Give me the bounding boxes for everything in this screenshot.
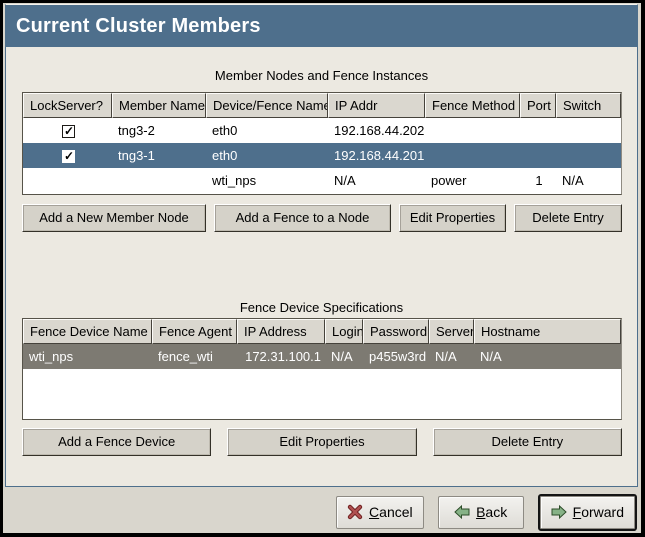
delete-entry-button[interactable]: Delete Entry bbox=[514, 204, 622, 232]
column-header-ip-addr[interactable]: IP Addr bbox=[328, 93, 425, 118]
table-cell: N/A bbox=[334, 173, 356, 188]
table-cell bbox=[520, 118, 556, 143]
forward-button[interactable]: Forward bbox=[539, 495, 635, 529]
table-cell bbox=[556, 143, 621, 168]
forward-button-default-ring: Forward bbox=[537, 493, 637, 531]
lockserver-cell bbox=[23, 168, 112, 193]
table-cell: 172.31.100.1 bbox=[237, 344, 325, 369]
table-cell: tng3-1 bbox=[112, 143, 206, 168]
column-header-password[interactable]: Password bbox=[363, 319, 429, 344]
table-cell bbox=[425, 143, 520, 168]
forward-button-label: Forward bbox=[572, 504, 624, 520]
edit-properties-button[interactable]: Edit Properties bbox=[399, 204, 506, 232]
members-table-caption: Member Nodes and Fence Instances bbox=[214, 68, 429, 83]
column-header-hostname[interactable]: Hostname bbox=[474, 319, 621, 344]
column-header-ip-address[interactable]: IP Address bbox=[237, 319, 325, 344]
back-button-label: Back bbox=[476, 504, 508, 520]
table-cell bbox=[520, 143, 556, 168]
table-row[interactable]: tng3-2 eth0 192.168.44.202 bbox=[23, 118, 621, 143]
lockserver-cell bbox=[23, 143, 112, 168]
column-header-port[interactable]: Port bbox=[520, 93, 556, 118]
column-header-login[interactable]: Login bbox=[325, 319, 363, 344]
table-cell: 1 bbox=[535, 173, 543, 188]
fence-devices-table: Fence Device Name Fence Agent IP Address… bbox=[22, 318, 622, 420]
table-cell: p455w3rd bbox=[363, 344, 429, 369]
table-cell: N/A bbox=[562, 173, 584, 188]
table-cell bbox=[556, 118, 621, 143]
table-cell: power bbox=[431, 173, 467, 188]
column-header-lockserver[interactable]: LockServer? bbox=[23, 93, 112, 118]
fence-edit-properties-button[interactable]: Edit Properties bbox=[227, 428, 417, 456]
table-cell: tng3-2 bbox=[118, 123, 155, 138]
table-cell: eth0 bbox=[206, 143, 328, 168]
cancel-button[interactable]: Cancel bbox=[336, 495, 424, 529]
cancel-button-label: Cancel bbox=[369, 504, 413, 520]
add-fence-to-node-button[interactable]: Add a Fence to a Node bbox=[214, 204, 391, 232]
page-title: Current Cluster Members bbox=[6, 5, 637, 47]
window-chrome: Current Cluster Members Member Nodes and… bbox=[3, 3, 641, 533]
lockserver-checkbox[interactable] bbox=[62, 149, 75, 164]
table-cell: N/A bbox=[429, 344, 474, 369]
members-button-row: Add a New Member Node Add a Fence to a N… bbox=[22, 204, 622, 232]
table-cell: fence_wti bbox=[152, 344, 237, 369]
column-header-fence-method[interactable]: Fence Method bbox=[425, 93, 520, 118]
table-cell: 192.168.44.201 bbox=[328, 143, 425, 168]
table-cell: 192.168.44.202 bbox=[334, 123, 425, 138]
table-cell: wti_nps bbox=[23, 344, 152, 369]
table-cell: wti_nps bbox=[212, 173, 257, 188]
members-table: LockServer? Member Name Device/Fence Nam… bbox=[22, 92, 622, 195]
column-header-device-fence-name[interactable]: Device/Fence Name bbox=[206, 93, 328, 118]
back-button[interactable]: Back bbox=[437, 495, 524, 529]
table-cell bbox=[425, 118, 520, 143]
column-header-fence-device-name[interactable]: Fence Device Name bbox=[23, 319, 152, 344]
column-header-server[interactable]: Server bbox=[429, 319, 474, 344]
footer: Cancel Back Forward bbox=[336, 492, 637, 532]
red-x-icon bbox=[347, 504, 363, 520]
green-arrow-right-icon bbox=[551, 504, 567, 520]
fence-button-row: Add a Fence Device Edit Properties Delet… bbox=[22, 428, 622, 456]
lockserver-checkbox[interactable] bbox=[62, 124, 75, 139]
add-new-member-node-button[interactable]: Add a New Member Node bbox=[22, 204, 206, 232]
column-header-switch[interactable]: Switch bbox=[556, 93, 621, 118]
add-fence-device-button[interactable]: Add a Fence Device bbox=[22, 428, 212, 456]
fence-table-caption: Fence Device Specifications bbox=[239, 300, 404, 315]
column-header-fence-agent[interactable]: Fence Agent bbox=[152, 319, 237, 344]
table-cell bbox=[112, 168, 206, 193]
fence-delete-entry-button[interactable]: Delete Entry bbox=[432, 428, 622, 456]
column-header-member-name[interactable]: Member Name bbox=[112, 93, 206, 118]
table-cell: N/A bbox=[325, 344, 363, 369]
table-cell: eth0 bbox=[212, 123, 238, 138]
green-arrow-left-icon bbox=[454, 504, 470, 520]
table-row[interactable]: wti_nps N/A power 1 N/A bbox=[23, 168, 621, 193]
content-panel: Current Cluster Members Member Nodes and… bbox=[5, 4, 638, 487]
table-cell: N/A bbox=[474, 344, 621, 369]
lockserver-cell bbox=[23, 118, 112, 143]
